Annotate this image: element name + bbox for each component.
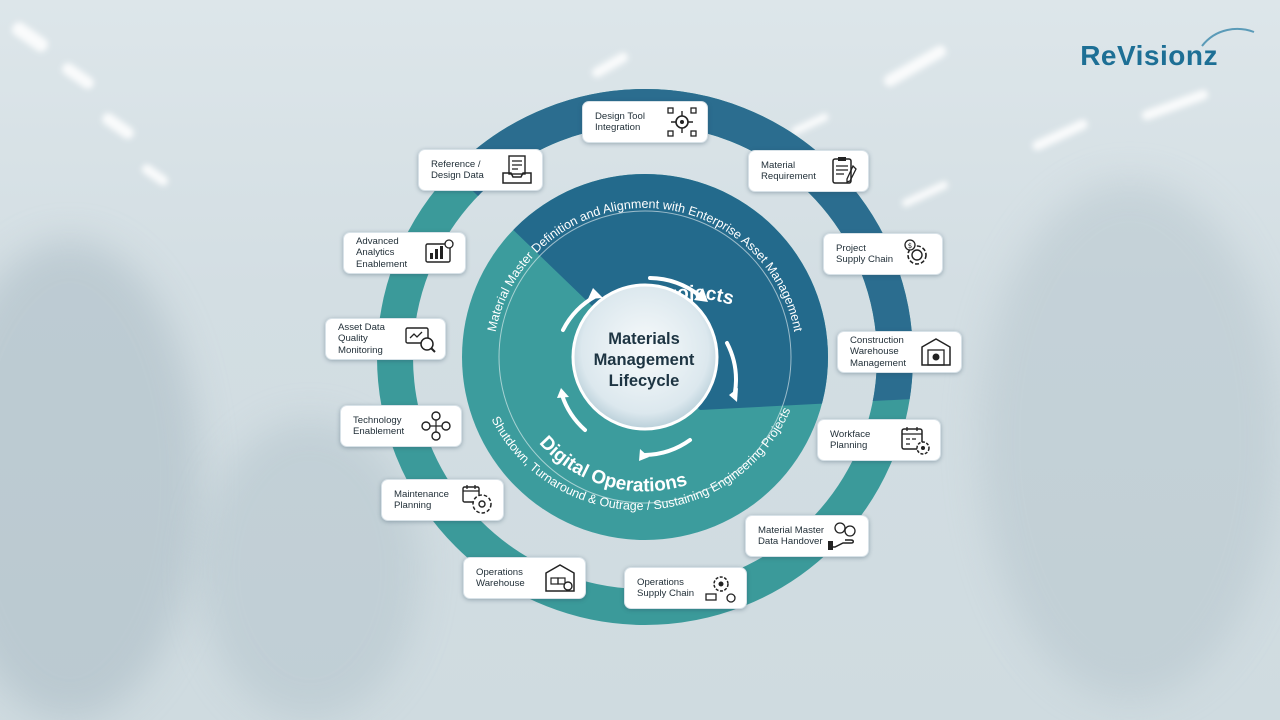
card-construction-warehouse-management[interactable]: Construction Warehouse Management <box>837 331 962 373</box>
card-label: Construction Warehouse Management <box>850 334 906 369</box>
card-label: Operations Warehouse <box>476 566 525 590</box>
card-material-requirement[interactable]: Material Requirement <box>748 150 869 192</box>
card-label: Reference / Design Data <box>431 158 484 182</box>
card-reference-design-data[interactable]: Reference / Design Data <box>418 149 543 191</box>
monitor-search-icon <box>405 327 436 353</box>
calendar-cog-icon <box>462 485 492 514</box>
card-label: Design Tool Integration <box>595 110 645 134</box>
card-label: Asset Data Quality Monitoring <box>338 321 385 356</box>
arrow-bottom <box>643 438 692 457</box>
cycle-arrows <box>560 276 738 457</box>
card-material-master-data-handover[interactable]: Material Master Data Handover <box>745 515 869 557</box>
card-advanced-analytics-enablement[interactable]: Advanced Analytics Enablement <box>343 232 466 274</box>
logo-text: ReVisionz <box>1080 40 1218 71</box>
card-operations-supply-chain[interactable]: Operations Supply Chain <box>624 567 747 609</box>
gear-dollar-icon: $ <box>904 239 927 265</box>
arrow-heads <box>557 288 738 461</box>
card-label: Advanced Analytics Enablement <box>356 235 408 270</box>
warehouse-icon <box>545 564 575 592</box>
center-title: Materials Management Lifecycle <box>593 329 695 390</box>
calendar-gear-icon <box>901 427 930 455</box>
card-label: Maintenance Planning <box>394 488 449 512</box>
card-project-supply-chain[interactable]: Project Supply Chain $ <box>823 233 943 275</box>
gear-network-icon <box>667 107 697 137</box>
card-label: Operations Supply Chain <box>637 576 695 600</box>
arrow-top-right <box>648 276 702 298</box>
tech-nodes-icon <box>421 411 451 441</box>
arrow-right <box>725 341 738 394</box>
document-tray-icon <box>502 155 532 184</box>
clipboard-icon <box>832 157 857 184</box>
card-label: Material Requirement <box>761 159 816 183</box>
svg-text:$: $ <box>908 242 912 250</box>
card-operations-warehouse[interactable]: Operations Warehouse <box>463 557 586 599</box>
card-label: Technology Enablement <box>353 414 405 438</box>
card-label: Workface Planning <box>830 428 871 452</box>
hand-coins-icon <box>828 522 856 550</box>
card-label: Project Supply Chain <box>836 242 894 266</box>
analytics-icon <box>425 239 454 263</box>
card-technology-enablement[interactable]: Technology Enablement <box>340 405 462 447</box>
card-workface-planning[interactable]: Workface Planning <box>817 419 941 461</box>
card-label: Material Master Data Handover <box>758 524 825 548</box>
card-maintenance-planning[interactable]: Maintenance Planning <box>381 479 504 521</box>
brand-logo: ReVisionz <box>1080 28 1255 72</box>
warehouse-gear-icon <box>921 338 951 366</box>
center-circle <box>571 283 719 431</box>
truck-gear-icon <box>705 576 736 603</box>
card-asset-data-quality-monitoring[interactable]: Asset Data Quality Monitoring <box>325 318 446 360</box>
card-design-tool-integration[interactable]: Design Tool Integration <box>582 101 708 143</box>
logo-swoosh-icon <box>1201 28 1255 47</box>
